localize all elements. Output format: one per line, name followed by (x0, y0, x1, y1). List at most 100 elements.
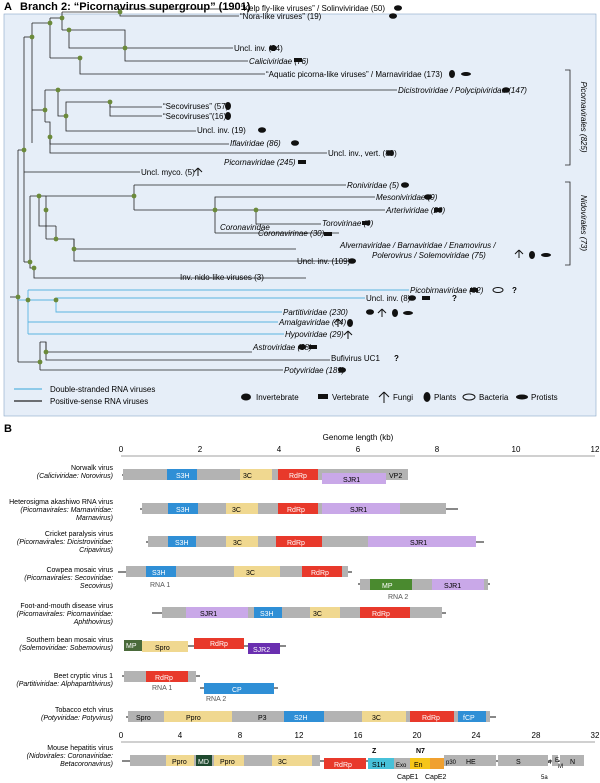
domain-s3h (167, 469, 197, 480)
svg-text:p30: p30 (446, 760, 457, 766)
svg-text:3C: 3C (243, 473, 252, 480)
svg-text:MP: MP (126, 643, 137, 650)
leaf-label: Partitiviridae (230) (283, 308, 348, 317)
invertebrate-icon (291, 140, 299, 146)
svg-text:P3: P3 (258, 715, 267, 722)
clade-brackets (565, 69, 571, 266)
invertebrate-icon (386, 150, 394, 156)
invertebrate-icon (389, 13, 397, 19)
svg-text:M: M (558, 764, 563, 770)
virus-name: Southern bean mosaic virus (26, 637, 113, 644)
virus-taxonomy: Aphthovirus) (73, 619, 113, 626)
svg-text:S3H: S3H (260, 611, 274, 618)
svg-text:8: 8 (435, 445, 440, 454)
invertebrate-icon (408, 295, 416, 301)
invertebrate-icon (424, 194, 432, 200)
invertebrate-icon (269, 45, 277, 51)
svg-text:4: 4 (277, 445, 282, 454)
svg-text:12: 12 (591, 445, 600, 454)
svg-text:28: 28 (532, 731, 541, 740)
svg-text:Exo: Exo (396, 763, 407, 769)
svg-text:3C: 3C (278, 759, 287, 766)
svg-text:Spro: Spro (155, 645, 170, 652)
question-marks: ? ? ? (394, 286, 517, 363)
svg-text:RdRp: RdRp (155, 675, 173, 682)
svg-text:RNA 2: RNA 2 (206, 696, 226, 703)
genome-harnav: S3H 3C RdRp SJR1 (140, 503, 458, 514)
leaf-label: Bufivirus UC1 (331, 354, 380, 363)
legend-dsrna: Double-stranded RNA viruses (50, 385, 155, 394)
svg-text:0: 0 (119, 445, 124, 454)
fungi-icon (333, 318, 343, 327)
svg-text:S2H: S2H (294, 715, 308, 722)
plant-icon (423, 392, 431, 402)
svg-text:RdRp: RdRp (422, 715, 440, 722)
virus-name: Beet cryptic virus 1 (54, 673, 113, 680)
domain-sjr1 (322, 473, 386, 484)
domain-3c (240, 469, 272, 480)
panel-a-title: Branch 2: “Picornavirus supergroup” (190… (20, 1, 251, 13)
leaf-label: Uncl. inv., vert. (83) (328, 149, 397, 158)
leaf-label: Uncl. inv. (109) (297, 257, 351, 266)
leaf-label: Coronaviridae (220, 223, 270, 232)
invertebrate-icon (401, 182, 409, 188)
panel-a-legend: Double-stranded RNA viruses Positive-sen… (14, 385, 558, 406)
svg-text:Z: Z (372, 748, 377, 755)
genome-maps: S3H 3C RdRp SJR1 VP2 S3H 3C RdRp SJR1 (118, 469, 600, 781)
svg-text:Ppro: Ppro (172, 759, 187, 766)
svg-text:N: N (570, 759, 575, 766)
protist-icon (461, 72, 471, 76)
axis-title: Genome length (kb) (323, 433, 394, 442)
svg-text:MP: MP (382, 583, 393, 590)
leaf-label: Astroviridae (68) (252, 343, 312, 352)
tree-nodes (15, 9, 259, 365)
invertebrate-icon (338, 367, 346, 373)
svg-text:2: 2 (198, 445, 203, 454)
tree-leaf-labels: “Kelp fly-like viruses” / Solinviviridae… (141, 4, 527, 375)
genome-tev: Spro Ppro P3 S2H 3C RdRp fCP (126, 711, 496, 722)
vertebrate-icon (434, 208, 442, 212)
leaf-label: Iflaviridae (86) (230, 139, 281, 148)
leaf-label: Polerovirus / Solemoviridae (75) (372, 251, 486, 260)
svg-text:CapE2: CapE2 (425, 774, 447, 781)
virus-name: Mouse hepatitis virus (47, 745, 113, 752)
svg-text:Ppro: Ppro (220, 759, 235, 766)
invertebrate-icon (298, 344, 306, 350)
svg-text:RNA 1: RNA 1 (152, 685, 172, 692)
leaf-label: Picornaviridae (245) (224, 158, 296, 167)
svg-text:S: S (516, 759, 521, 766)
vertebrate-icon (318, 394, 328, 399)
svg-text:0: 0 (119, 731, 124, 740)
fungi-icon (343, 330, 353, 339)
svg-text:?: ? (394, 354, 399, 363)
svg-text:CP: CP (232, 687, 242, 694)
svg-text:20: 20 (413, 731, 422, 740)
svg-text:10: 10 (512, 445, 521, 454)
svg-text:8: 8 (238, 731, 243, 740)
genome-norwalk: S3H 3C RdRp SJR1 VP2 (122, 469, 408, 484)
svg-text:S3H: S3H (152, 570, 166, 577)
svg-text:RdRp: RdRp (287, 540, 305, 547)
virus-taxonomy: (Picornavirales: Secoviridae: (24, 575, 113, 582)
leaf-label: “Kelp fly-like viruses” / Solinviviridae… (241, 4, 385, 13)
virus-name: Foot-and-mouth disease virus (20, 603, 113, 610)
virus-taxonomy: (Partitiviridae: Alphapartitivirus) (16, 681, 113, 688)
virus-name: Norwalk virus (71, 465, 114, 472)
svg-text:MD: MD (198, 759, 209, 766)
virus-taxonomy: (Solemoviridae: Sobemovirus) (19, 645, 113, 652)
leaf-label: Mesoniviridae (9) (376, 193, 438, 202)
protist-icon (403, 311, 413, 315)
svg-text:SJR1: SJR1 (410, 540, 427, 547)
dsrna-branches (18, 289, 409, 335)
leaf-label: Coronavirinae (30) (258, 229, 325, 238)
svg-text:4: 4 (178, 731, 183, 740)
svg-text:S3H: S3H (176, 473, 190, 480)
svg-text:12: 12 (295, 731, 304, 740)
svg-text:3C: 3C (246, 570, 255, 577)
leaf-label: “Nora-like viruses” (19) (240, 12, 322, 21)
svg-text:SJR1: SJR1 (200, 611, 217, 618)
invertebrate-icon (366, 309, 374, 315)
plant-icon (347, 319, 353, 327)
virus-name: Cricket paralysis virus (45, 531, 114, 538)
genome-cpmv: S3H 3C RdRp RNA 1 MP SJR1 RNA 2 (118, 566, 490, 601)
